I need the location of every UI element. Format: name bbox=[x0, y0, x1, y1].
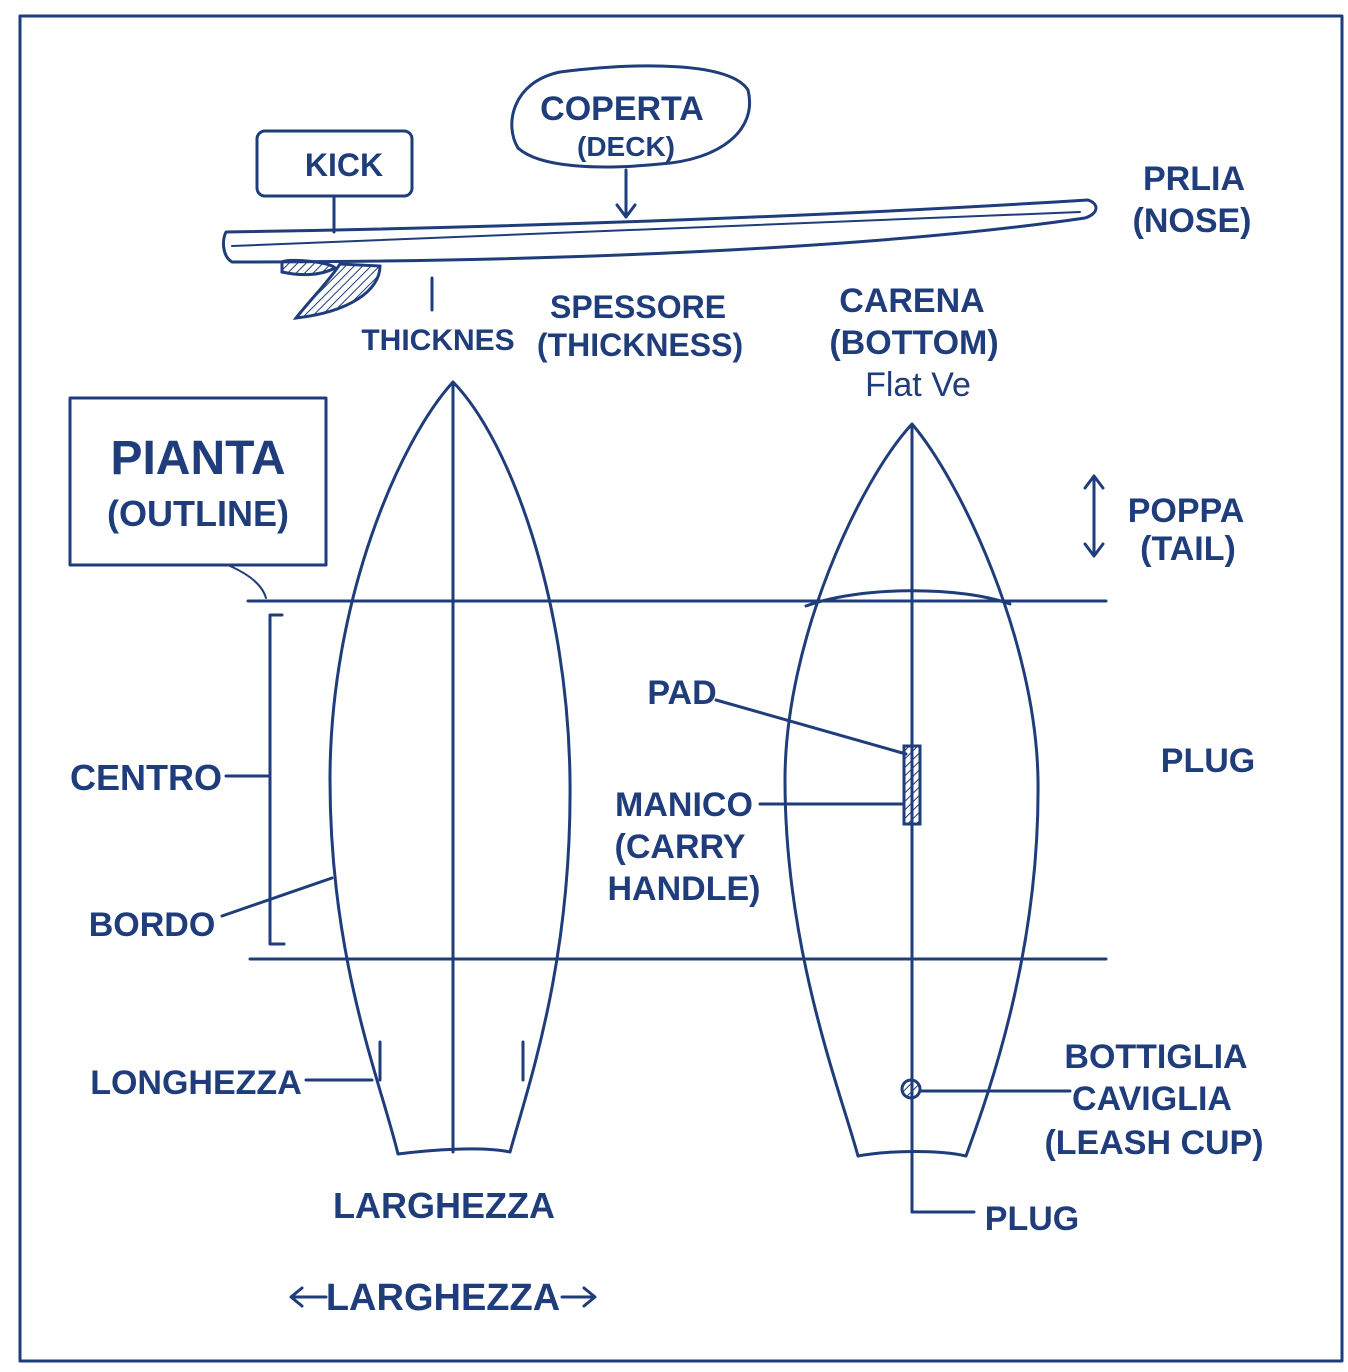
handle-label: HANDLE) bbox=[608, 870, 761, 908]
manico-label: MANICO bbox=[615, 786, 753, 824]
kick-label: KICK bbox=[305, 147, 383, 183]
tail-arrow-icon bbox=[1083, 474, 1105, 558]
carry-label: (CARRY bbox=[615, 828, 746, 866]
pianta-box bbox=[68, 396, 328, 567]
leash-cup-circle bbox=[900, 1078, 922, 1100]
centro-bracket bbox=[268, 613, 286, 946]
board-side-outline bbox=[222, 198, 1098, 264]
plug-bottom-label: PLUG bbox=[985, 1200, 1079, 1238]
larghezza-arrow-label: LARGHEZZA bbox=[326, 1277, 560, 1319]
carena-label: CARENA bbox=[839, 282, 984, 320]
nose-label: (NOSE) bbox=[1133, 202, 1252, 240]
right-board-outline bbox=[783, 422, 1040, 1214]
centro-label: CENTRO bbox=[70, 757, 222, 798]
deck-label: (DECK) bbox=[577, 131, 675, 162]
leash-cup-label: (LEASH CUP) bbox=[1044, 1124, 1263, 1162]
tail-label: (TAIL) bbox=[1140, 530, 1236, 568]
pianta-label: PIANTA bbox=[110, 432, 285, 485]
bordo-label: BORDO bbox=[89, 906, 216, 944]
side-profile bbox=[222, 198, 1098, 320]
spessore-label: SPESSORE bbox=[550, 289, 726, 325]
pad-label: PAD bbox=[647, 674, 716, 712]
longhezza-label: LONGHEZZA bbox=[90, 1064, 302, 1102]
flat-ve-label: Flat Ve bbox=[865, 366, 971, 404]
carry-handle-slot bbox=[902, 744, 922, 826]
caviglia-label: CAVIGLIA bbox=[1072, 1080, 1232, 1118]
bottiglia-label: BOTTIGLIA bbox=[1064, 1038, 1247, 1076]
plug-right-label: PLUG bbox=[1161, 742, 1255, 780]
width-arrow-left-icon bbox=[289, 1286, 328, 1308]
side-fin-1 bbox=[280, 258, 338, 277]
width-arrow-right-icon bbox=[560, 1286, 597, 1308]
prua-label: PRLIA bbox=[1143, 160, 1245, 198]
thickness-label: (THICKNESS) bbox=[537, 327, 743, 363]
coperta-label: COPERTA bbox=[540, 90, 704, 128]
bottom-label: (BOTTOM) bbox=[829, 324, 998, 362]
frame-border bbox=[18, 14, 1344, 1363]
outline-label: (OUTLINE) bbox=[107, 493, 289, 534]
poppa-label: POPPA bbox=[1128, 492, 1245, 530]
thicknes-label: THICKNES bbox=[361, 324, 514, 357]
larghezza-label: LARGHEZZA bbox=[333, 1185, 555, 1226]
left-board-outline bbox=[328, 380, 572, 1156]
coperta-bubble bbox=[510, 64, 751, 169]
side-fin-2 bbox=[292, 262, 382, 320]
